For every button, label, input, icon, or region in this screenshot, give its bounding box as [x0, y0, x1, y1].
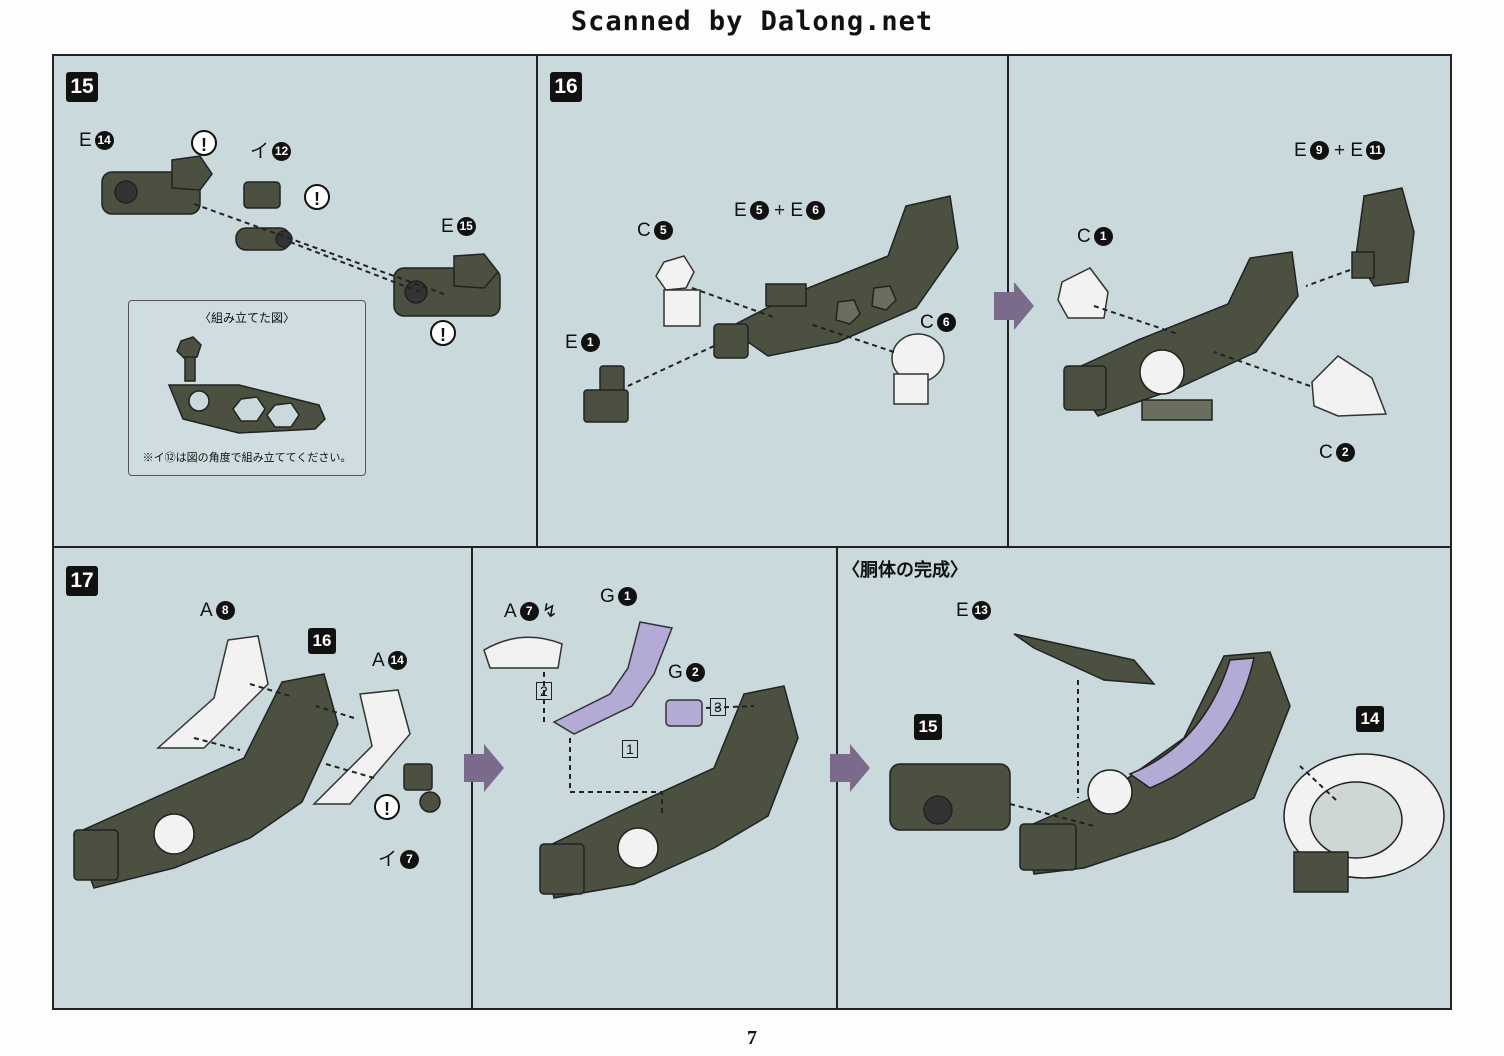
caution-icon: !	[191, 130, 217, 156]
step-number: 16	[550, 72, 582, 102]
part-14-disc	[1283, 753, 1445, 893]
scan-credit: Scanned by Dalong.net	[570, 6, 934, 37]
next-step-arrow-icon	[464, 744, 504, 792]
page-number: 7	[747, 1027, 757, 1049]
part-e14-shape	[101, 155, 213, 215]
step-16-illustration	[583, 187, 1415, 423]
part-15-assembly	[889, 763, 1011, 831]
caution-icon: !	[374, 794, 400, 820]
part-a8-shape	[156, 635, 269, 749]
step-17-illustration	[73, 621, 1445, 899]
next-step-arrow-icon	[830, 744, 870, 792]
part-g1-shape	[552, 621, 674, 735]
part-c2-shape	[1311, 355, 1388, 417]
body-assembly-b	[539, 685, 799, 899]
part-e15-shape	[393, 253, 501, 317]
part-e1-shape	[583, 365, 629, 423]
part-i12-shape	[235, 181, 293, 251]
body-assembly-left	[713, 195, 959, 359]
next-step-arrow-icon	[994, 282, 1034, 330]
caution-icon: !	[304, 184, 330, 210]
order-step-1: 1	[622, 740, 638, 758]
inset-title: 〈組み立てた図〉	[198, 311, 295, 325]
part-a14-shape	[312, 689, 411, 805]
step-number: 17	[66, 566, 98, 596]
completion-caption: 〈胴体の完成〉	[842, 560, 968, 580]
part-c6-shape	[891, 333, 945, 405]
step-reference-15: 15	[914, 714, 942, 740]
part-g2-shape	[665, 699, 703, 727]
step-reference-16: 16	[308, 628, 336, 654]
part-a7-shape	[483, 636, 563, 669]
assembled-part-illustration	[167, 336, 326, 434]
caution-icon: !	[430, 320, 456, 346]
body-assembly-a	[73, 673, 339, 889]
inset-note: ※イ⑫は図の角度で組み立ててください。	[142, 452, 352, 464]
part-e13-antenna	[1013, 633, 1156, 685]
part-c1-shape	[1057, 267, 1109, 319]
body-assembly-right	[1063, 251, 1299, 421]
assembled-view-inset: 〈組み立てた図〉 ※イ⑫は図の角度で組み立ててください。	[128, 300, 366, 476]
part-c5-shape	[655, 255, 701, 327]
step-15-illustration	[101, 155, 501, 317]
part-i7-shape	[403, 763, 441, 813]
completed-torso	[1019, 651, 1291, 875]
step-number: 15	[66, 72, 98, 102]
step-17-panel: 17 〈胴体の完成〉 A8 16 A14 ! イ7 A7↯ G1 G2 2 1 …	[52, 546, 1452, 1010]
part-e9-e11-shape	[1351, 187, 1415, 287]
step-reference-14: 14	[1356, 706, 1384, 732]
